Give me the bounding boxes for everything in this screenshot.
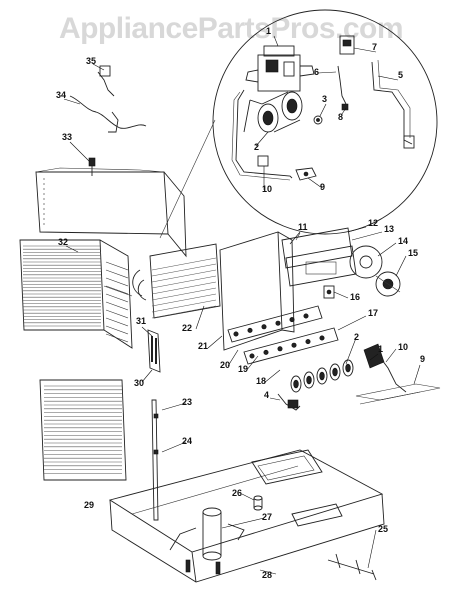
gas-valve-detail bbox=[212, 9, 438, 235]
part-label-30: 30 bbox=[134, 378, 144, 388]
part-label-15: 15 bbox=[408, 248, 418, 258]
front-access-panel bbox=[39, 379, 127, 481]
support-rod bbox=[327, 553, 377, 581]
burner-rail bbox=[227, 305, 339, 365]
detail-circle bbox=[212, 9, 438, 235]
part-label-6: 6 bbox=[314, 67, 319, 77]
lower-brackets bbox=[355, 359, 441, 405]
pressure-switch bbox=[323, 285, 335, 299]
wire-harness bbox=[69, 65, 147, 176]
burner-assembly bbox=[290, 343, 385, 393]
part-label-9b: 9 bbox=[420, 354, 425, 364]
part-label-14: 14 bbox=[398, 236, 408, 246]
top-cover-panel bbox=[35, 167, 187, 258]
heat-exchanger-panel bbox=[219, 231, 295, 351]
part-label-10: 10 bbox=[262, 184, 272, 194]
part-label-3: 3 bbox=[322, 94, 327, 104]
gas-pipe bbox=[235, 89, 293, 179]
capacitor-bracket bbox=[147, 329, 161, 373]
inducer-blower bbox=[349, 245, 401, 297]
burner-manifold bbox=[243, 91, 303, 133]
base-pan bbox=[108, 449, 385, 583]
part-label-4: 4 bbox=[264, 390, 269, 400]
part-label-12: 12 bbox=[368, 218, 378, 228]
part-label-2b: 2 bbox=[354, 332, 359, 342]
part-label-7: 7 bbox=[372, 42, 377, 52]
part-label-20: 20 bbox=[220, 360, 230, 370]
part-label-26: 26 bbox=[232, 488, 242, 498]
pilot-bracket bbox=[371, 61, 413, 145]
part-label-13: 13 bbox=[384, 224, 394, 234]
rollout-switch bbox=[295, 167, 317, 181]
drain-post bbox=[253, 495, 263, 511]
part-label-34: 34 bbox=[56, 90, 66, 100]
part-label-19: 19 bbox=[238, 364, 248, 374]
part-label-33: 33 bbox=[62, 132, 72, 142]
part-label-1: 1 bbox=[266, 26, 271, 36]
part-label-25: 25 bbox=[378, 524, 388, 534]
part-label-9: 9 bbox=[320, 182, 325, 192]
part-label-23: 23 bbox=[182, 397, 192, 407]
leader-lines bbox=[63, 35, 421, 575]
part-label-32: 32 bbox=[58, 237, 68, 247]
part-label-24: 24 bbox=[182, 436, 192, 446]
part-label-35: 35 bbox=[86, 56, 96, 66]
evaporator-coil bbox=[132, 243, 221, 319]
side-strip bbox=[151, 399, 159, 521]
part-label-17: 17 bbox=[368, 308, 378, 318]
condenser-coil bbox=[19, 239, 133, 349]
part-label-16: 16 bbox=[350, 292, 360, 302]
limit-switch bbox=[257, 155, 269, 167]
part-label-22: 22 bbox=[182, 323, 192, 333]
gas-valve bbox=[245, 45, 315, 92]
part-label-11: 11 bbox=[298, 222, 308, 232]
part-label-10b: 10 bbox=[398, 342, 408, 352]
part-labels: 35 34 33 32 31 30 29 28 27 26 25 24 23 2… bbox=[56, 26, 425, 580]
part-label-8: 8 bbox=[338, 112, 343, 122]
thermocouple bbox=[339, 35, 355, 55]
part-label-1b: 1 bbox=[378, 344, 383, 354]
part-label-28: 28 bbox=[262, 570, 272, 580]
compressor bbox=[169, 507, 245, 575]
pilot-tube bbox=[337, 65, 347, 105]
orifice-fitting bbox=[313, 115, 323, 125]
part-label-29: 29 bbox=[84, 500, 94, 510]
part-label-5: 5 bbox=[398, 70, 403, 80]
part-label-27: 27 bbox=[262, 512, 272, 522]
watermark-text: AppliancePartsPros.com bbox=[58, 12, 404, 45]
part-label-18: 18 bbox=[256, 376, 266, 386]
part-label-21: 21 bbox=[198, 341, 208, 351]
part-label-2: 2 bbox=[254, 142, 259, 152]
part-label-31: 31 bbox=[136, 316, 146, 326]
